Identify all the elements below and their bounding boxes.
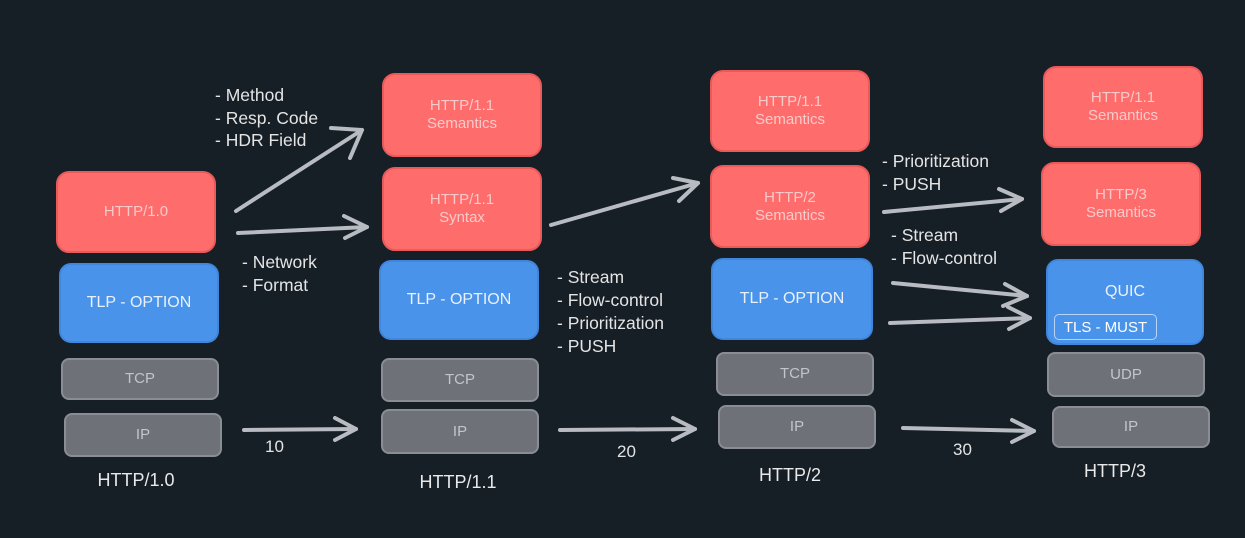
http10-tcp-box: TCP [61,358,219,400]
http2-column-label: HTTP/2 [758,465,821,485]
arrow-to-h3-semantics [882,197,1024,214]
http3-column-label: HTTP/3 [1083,461,1146,481]
arrow-to-quic-upper [891,281,1029,298]
http2-syntax-line1: HTTP/2 [764,188,816,206]
h2-feature-line: - Flow-control [557,290,663,310]
http11-semantics-line2: Semantics [426,115,498,132]
http11-tcp-box: TCP [381,358,539,402]
arrow-to-quic-lower [888,316,1032,325]
http2-tlp-box: TLP - OPTION [711,258,873,340]
http3-udp-box: UDP [1047,352,1205,397]
http11-column-label: HTTP/1.1 [419,472,497,492]
arrow-to-h11-syntax [236,225,369,235]
h2-features-note: - Stream - Flow-control - Prioritization… [557,266,664,358]
arrowhead-to-h2-semantics [671,176,700,203]
http3-syntax-line1: HTTP/3 [1095,186,1147,203]
h3-semantic-changes-note: - Prioritization - PUSH [882,150,989,195]
http10-ip-label: IP [135,426,151,443]
http2-semantics-line2: Semantics [754,111,826,128]
semantics-changes-note: - Method - Resp. Code - HDR Field [215,84,318,152]
h2-feature-line: - PUSH [557,336,617,356]
format-note-line: - Format [242,274,309,295]
format-note-line: - Network [242,252,317,272]
arrowhead-to-h11-semantics [329,126,364,160]
step-number-20: 20 [617,442,636,461]
http3-semantics-box: HTTP/1.1 Semantics [1043,66,1203,148]
http11-ip-box: IP [381,409,539,454]
http11-ip-label: IP [452,422,468,440]
http2-syntax-line2: Semantics [754,206,826,224]
h2-feature-line: - Stream [557,267,625,287]
http3-ip-box: IP [1052,406,1210,448]
http3-ip-label: IP [1123,418,1139,435]
http2-ip-box: IP [718,405,876,449]
http3-quic-label: QUIC [1105,283,1145,300]
arrowhead-to-h3-semantics [997,187,1024,213]
arrowhead-to-h11-syntax [342,214,369,240]
h3-transport-note-line: - Flow-control [891,247,997,268]
h3-semantic-note-line: - Prioritization [882,151,989,171]
http3-semantics-line2: Semantics [1087,107,1159,124]
http11-semantics-box: HTTP/1.1 Semantics [382,73,542,157]
arrow-ip-1 [242,427,358,432]
arrowhead-ip-3 [1010,418,1036,444]
arrow-ip-2 [558,427,697,432]
http10-box: HTTP/1.0 [56,171,216,253]
http2-semantics-box: HTTP/1.1 Semantics [710,70,870,152]
h2-feature-line: - Prioritization [557,313,664,333]
http11-tlp-label: TLP - OPTION [406,291,512,308]
http10-tcp-label: TCP [125,370,155,387]
arrowhead-ip-1 [333,416,358,442]
http11-semantics-line1: HTTP/1.1 [429,97,495,114]
http2-tcp-box: TCP [716,352,874,396]
arrowhead-ip-2 [671,416,697,442]
semantics-note-line: - HDR Field [215,130,307,150]
http2-ip-label: IP [789,418,805,435]
semantics-note-line: - Method [215,85,285,105]
http11-tcp-label: TCP [445,371,475,388]
http3-quic-box: QUIC [1046,259,1204,345]
http3-semantics-line1: HTTP/1.1 [1090,89,1156,106]
http10-box-label: HTTP/1.0 [103,203,169,220]
h3-semantic-note-line: - PUSH [882,173,942,194]
http10-tlp-box: TLP - OPTION [59,263,219,343]
http11-syntax-box: HTTP/1.1 Syntax [382,167,542,251]
semantics-note-line: - Resp. Code [215,107,319,128]
arrowhead-to-quic-upper [1001,282,1029,308]
http10-ip-box: IP [64,413,222,457]
http3-syntax-line2: Semantics [1085,204,1157,221]
http3-syntax-box: HTTP/3 Semantics [1041,162,1201,246]
step-number-30: 30 [953,440,972,459]
http11-syntax-line1: HTTP/1.1 [429,191,495,208]
http3-tls-badge: TLS - MUST [1054,314,1157,340]
http10-column-label: HTTP/1.0 [97,470,175,490]
http2-tlp-label: TLP - OPTION [739,290,845,307]
format-changes-note: - Network - Format [242,251,317,296]
http11-tlp-box: TLP - OPTION [379,260,539,340]
http2-syntax-box: HTTP/2 Semantics [710,165,870,248]
h3-transport-features-note: - Stream - Flow-control [891,224,997,269]
http2-semantics-line1: HTTP/1.1 [757,93,823,110]
arrow-to-h2-semantics [549,181,700,227]
http3-tls-label: TLS - MUST [1063,318,1148,336]
arrowhead-to-quic-lower [1006,305,1032,331]
http2-tcp-label: TCP [780,365,810,382]
http10-tlp-label: TLP - OPTION [86,294,192,311]
http11-syntax-line2: Syntax [439,209,485,226]
h3-transport-note-line: - Stream [891,225,959,245]
http3-udp-label: UDP [1110,365,1142,383]
step-number-10: 10 [265,437,284,456]
arrow-ip-3 [901,426,1036,433]
